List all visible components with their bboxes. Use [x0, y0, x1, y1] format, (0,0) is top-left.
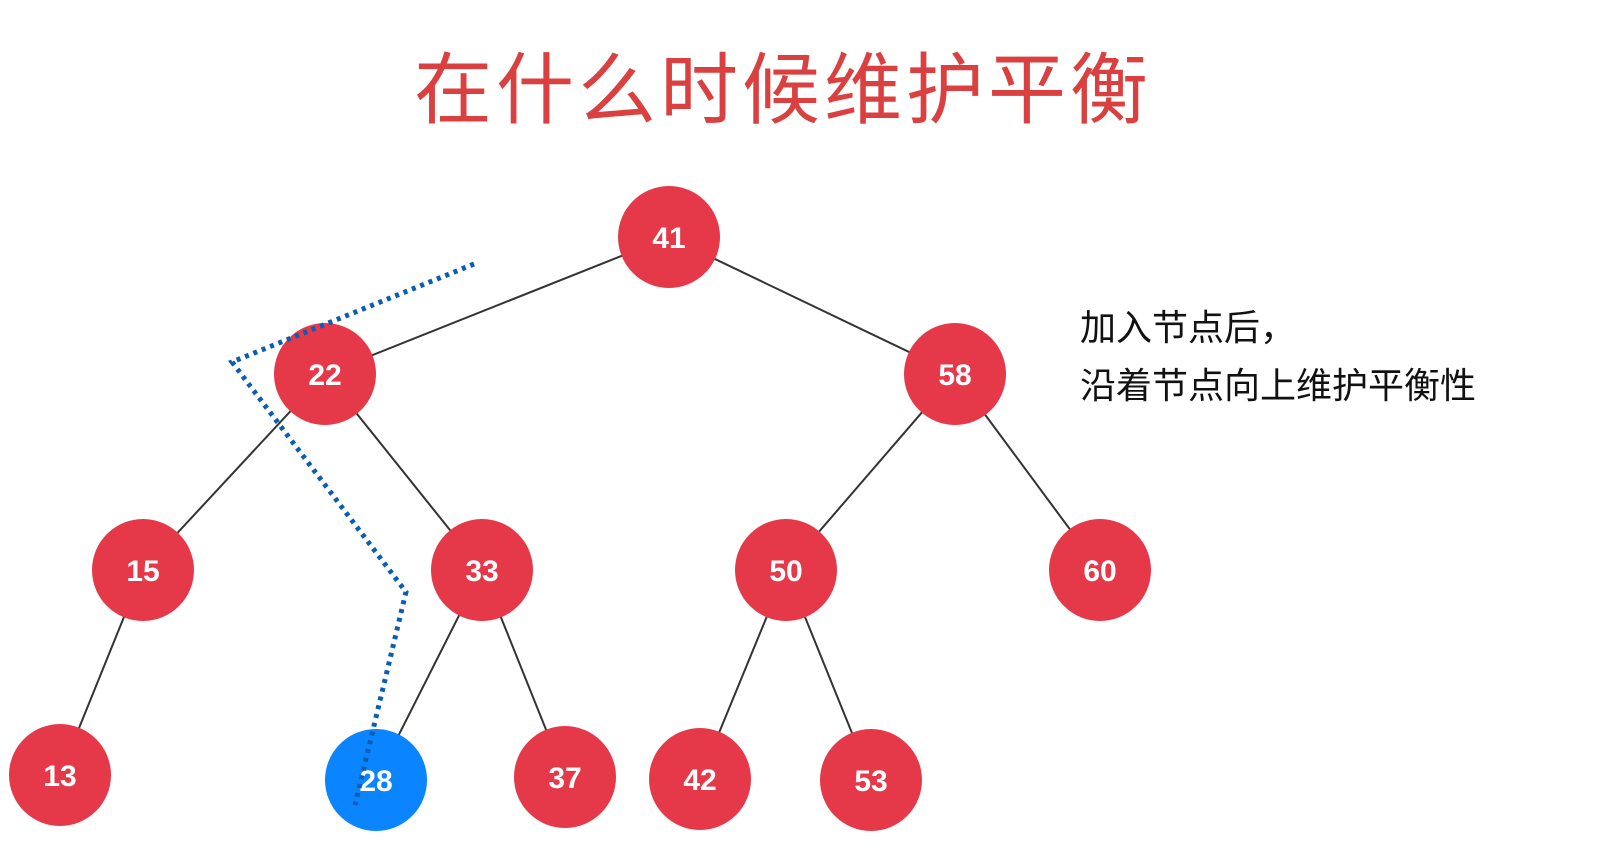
tree-node: 42	[649, 728, 751, 830]
tree-edges	[59, 236, 1101, 781]
tree-node: 37	[514, 726, 616, 828]
tree-node-new: 28	[325, 729, 427, 831]
node-circle	[9, 724, 111, 826]
node-label: 41	[652, 222, 685, 255]
node-circle	[514, 726, 616, 828]
node-label: 33	[465, 555, 498, 588]
note-line-1: 加入节点后，	[1080, 308, 1297, 349]
backtrack-path-dotted	[228, 261, 475, 806]
tree-edge-41-22	[324, 236, 670, 375]
tree-node: 58	[904, 323, 1006, 425]
node-label: 15	[126, 555, 159, 588]
node-circle	[431, 519, 533, 621]
node-label: 53	[854, 765, 887, 798]
tree-node: 41	[618, 186, 720, 288]
node-label: 22	[308, 359, 341, 392]
node-circle	[649, 728, 751, 830]
node-circle	[904, 323, 1006, 425]
note-line-2: 沿着节点向上维护平衡性	[1080, 366, 1477, 407]
node-label: 42	[683, 764, 716, 797]
node-circle	[92, 519, 194, 621]
node-label: 13	[43, 760, 76, 793]
tree-node: 50	[735, 519, 837, 621]
node-circle	[735, 519, 837, 621]
node-label: 58	[938, 359, 971, 392]
tree-node: 15	[92, 519, 194, 621]
node-label: 37	[548, 762, 581, 795]
node-circle	[618, 186, 720, 288]
tree-nodes: 41 22 58 15 33 50 60 13 28 37 42 53	[9, 186, 1151, 831]
tree-node: 22	[274, 323, 376, 425]
tree-node: 60	[1049, 519, 1151, 621]
page-title: 在什么时候维护平衡	[413, 46, 1152, 136]
tree-node: 33	[431, 519, 533, 621]
annotation-note: 加入节点后， 沿着节点向上维护平衡性	[1080, 300, 1476, 416]
node-circle	[820, 729, 922, 831]
node-circle	[1049, 519, 1151, 621]
node-label: 60	[1083, 555, 1116, 588]
node-circle	[274, 323, 376, 425]
tree-edge-41-58	[668, 236, 956, 375]
node-circle	[325, 729, 427, 831]
tree-node: 53	[820, 729, 922, 831]
tree-node: 13	[9, 724, 111, 826]
node-label: 50	[769, 555, 802, 588]
